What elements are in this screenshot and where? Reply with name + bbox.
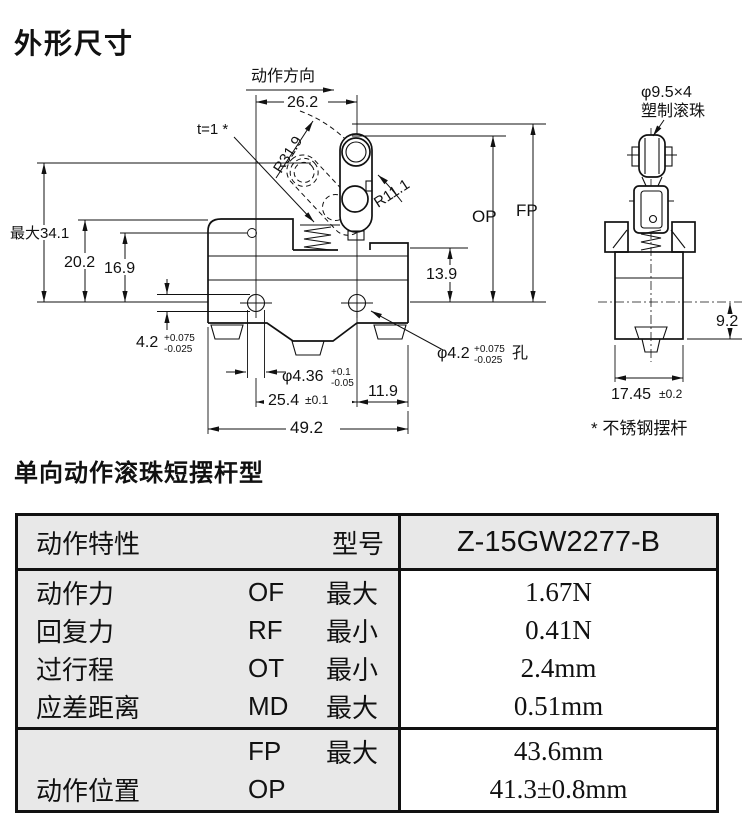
t-note-leader xyxy=(233,136,315,223)
r11-leader xyxy=(377,174,403,203)
table-header-left-cell: 动作特性 型号 xyxy=(18,516,401,568)
table-row: 过行程 OT 最小 xyxy=(18,649,398,687)
table-position-section: FP 最大 动作位置 OP 43.6mm 41.3±0.8mm xyxy=(18,730,716,810)
table-row: 应差距离 MD 最大 xyxy=(18,687,398,725)
row-value: 2.4mm xyxy=(520,652,597,683)
table-row: 动作力 OF 最大 xyxy=(18,573,398,611)
row-code: OF xyxy=(248,576,285,607)
roller-note-line1: φ9.5×4 xyxy=(641,84,692,101)
section-heading: 单向动作滚珠短摆杆型 xyxy=(14,460,264,487)
row-name: 应差距离 xyxy=(36,692,141,723)
front-view: 动作方向 26.2 t=1 * R31.9 R11.1 最大34.1 20.2 … xyxy=(8,67,546,437)
roller-note-leader xyxy=(652,119,665,137)
roller-lever-front xyxy=(339,133,373,241)
t-note-label: t=1 * xyxy=(197,121,228,138)
row-code: OP xyxy=(248,773,286,804)
dim-25-4-label: 25.4 xyxy=(268,392,299,409)
row-code: OT xyxy=(248,652,285,683)
pivot-point xyxy=(247,228,257,238)
dim-25-4-tol: ±0.1 xyxy=(305,393,329,407)
screw-hole-tol-minus: -0.05 xyxy=(331,378,354,389)
row-value: 1.67N xyxy=(525,576,592,607)
position-labels: FP 最大 动作位置 OP xyxy=(18,730,401,810)
roller-lever-side xyxy=(627,134,677,234)
row-qualifier: 最大 xyxy=(326,737,379,768)
dim-16-9-label: 16.9 xyxy=(104,260,135,277)
op-label: OP xyxy=(472,207,497,226)
row-name: 动作位置 xyxy=(36,775,141,806)
hole-note-tol-minus: -0.025 xyxy=(474,355,503,366)
row-qualifier: 最大 xyxy=(326,692,379,723)
model-header: 型号 xyxy=(331,528,384,559)
hole-tol-plus: +0.075 xyxy=(164,333,195,344)
row-qualifier: 最小 xyxy=(326,616,379,647)
dim-11-9-label: 11.9 xyxy=(368,383,398,400)
stainless-footnote: * 不锈钢摆杆 xyxy=(591,419,687,438)
terminal-screws-front xyxy=(210,324,407,356)
hole-note-tol-plus: +0.075 xyxy=(474,344,505,355)
model-number: Z-15GW2277-B xyxy=(456,525,661,558)
switch-body-front xyxy=(207,218,409,342)
row-name: 回复力 xyxy=(36,616,115,647)
hole-tol-minus: -0.025 xyxy=(164,344,193,355)
hole-note-dia: φ4.2 xyxy=(437,345,470,362)
table-characteristics-section: 动作力 OF 最大 回复力 RF 最小 过行程 OT 最小 应差距离 MD xyxy=(18,571,716,730)
dim-17-45-label: 17.45 xyxy=(611,386,651,403)
hole-note-suffix: 孔 xyxy=(512,344,528,362)
position-values: 43.6mm 41.3±0.8mm xyxy=(401,730,716,810)
dim-49-2-label: 49.2 xyxy=(290,418,323,437)
dim-13-9-label: 13.9 xyxy=(426,266,457,283)
row-name: 过行程 xyxy=(36,654,115,685)
table-row: 动作位置 OP xyxy=(18,770,398,808)
row-qualifier: 最小 xyxy=(326,654,379,685)
spec-table: 动作特性 型号 Z-15GW2277-B 动作力 OF 最大 回复力 RF 最小… xyxy=(15,513,719,813)
max-height-label: 最大34.1 xyxy=(10,225,69,242)
dim-17-45-tol: ±0.2 xyxy=(659,387,683,401)
action-direction-label: 动作方向 xyxy=(251,67,315,85)
switch-body-side xyxy=(614,251,684,353)
roller-note-line2: 塑制滚珠 xyxy=(641,102,705,120)
row-name: 动作力 xyxy=(36,578,115,609)
mounting-holes xyxy=(240,293,373,313)
row-value: 0.51mm xyxy=(513,690,604,721)
row-code: RF xyxy=(248,614,283,645)
dim-26-2-label: 26.2 xyxy=(287,94,318,111)
side-view: φ9.5×4 塑制滚珠 9.2 17.45 ±0.2 * 不锈钢摆杆 xyxy=(591,84,742,438)
fp-label: FP xyxy=(516,201,538,220)
row-value: 0.41N xyxy=(525,614,592,645)
characteristics-labels: 动作力 OF 最大 回复力 RF 最小 过行程 OT 最小 应差距离 MD xyxy=(18,571,401,727)
hole-dia-label: 4.2 xyxy=(136,334,158,351)
dimension-drawing: 动作方向 26.2 t=1 * R31.9 R11.1 最大34.1 20.2 … xyxy=(8,67,742,438)
row-code: MD xyxy=(248,690,289,721)
characteristics-values: 1.67N 0.41N 2.4mm 0.51mm xyxy=(401,571,716,727)
hole-note-leader xyxy=(370,310,444,351)
dim-20-2-label: 20.2 xyxy=(64,254,95,271)
page-title: 外形尺寸 xyxy=(14,28,135,59)
r31-leader xyxy=(275,120,314,179)
radius-roller-label: R11.1 xyxy=(371,176,413,211)
table-header-row: 动作特性 型号 Z-15GW2277-B xyxy=(18,516,716,571)
table-row: 回复力 RF 最小 xyxy=(18,611,398,649)
row-code: FP xyxy=(248,735,282,766)
screw-hole-tol-plus: +0.1 xyxy=(331,367,351,378)
switch-head-side xyxy=(604,221,696,253)
row-qualifier: 最大 xyxy=(326,578,379,609)
characteristic-header: 动作特性 xyxy=(36,528,141,559)
row-value: 43.6mm xyxy=(513,735,604,766)
plunger-spring xyxy=(300,224,340,251)
dim-9-2-label: 9.2 xyxy=(716,313,738,330)
table-row: FP 最大 xyxy=(18,732,398,770)
screw-hole-dia-label: φ4.36 xyxy=(282,368,324,385)
row-value: 41.3±0.8mm xyxy=(489,773,628,804)
